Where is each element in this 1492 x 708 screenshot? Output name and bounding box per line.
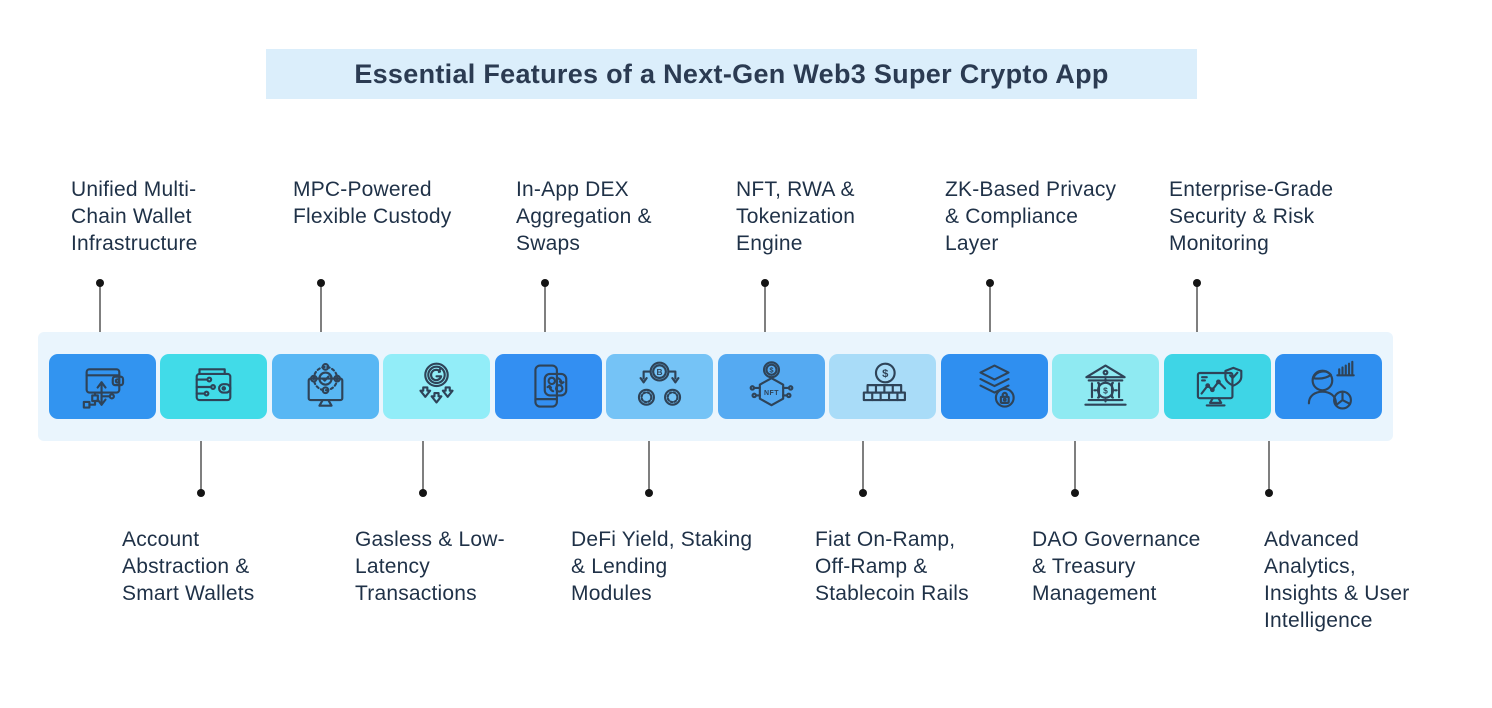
feature-label-nft-rwa: NFT, RWA & Tokenization Engine bbox=[736, 178, 856, 255]
icon-band: B $ NFT bbox=[38, 332, 1393, 441]
connector-bottom-2 bbox=[419, 441, 427, 497]
connector-top-1 bbox=[96, 279, 104, 332]
tile-analytics bbox=[1274, 354, 1382, 419]
dao-governance-bank-icon: $ bbox=[1084, 363, 1127, 406]
connector-top-2 bbox=[317, 279, 325, 332]
fiat-ramp-coin-bricks-icon: $ bbox=[862, 362, 907, 401]
tile-dao-governance: $ bbox=[1052, 354, 1160, 419]
tile-mpc-custody bbox=[271, 354, 379, 419]
tile-fiat-ramps: $ bbox=[829, 354, 937, 419]
page-title: Essential Features of a Next-Gen Web3 Su… bbox=[354, 58, 1109, 89]
connector-top-3 bbox=[541, 279, 549, 332]
svg-text:$: $ bbox=[882, 368, 889, 380]
nft-tokenization-icon: $ NFT bbox=[749, 360, 794, 406]
tile-multichain-wallet bbox=[49, 354, 156, 419]
feature-label-zk-privacy: ZK-Based Privacy & Compliance Layer bbox=[945, 178, 1117, 255]
tile-gasless bbox=[383, 354, 491, 419]
tile-smart-wallet bbox=[160, 354, 268, 419]
connector-bottom-6 bbox=[1265, 441, 1273, 497]
multichain-wallet-icon bbox=[82, 367, 125, 409]
feature-label-enterprise-security: Enterprise-Grade Security & Risk Monitor… bbox=[1169, 178, 1334, 255]
feature-label-fiat-ramps: Fiat On-Ramp, Off-Ramp & Stablecoin Rail… bbox=[815, 528, 969, 605]
svg-text:NFT: NFT bbox=[764, 389, 779, 396]
title-banner: Essential Features of a Next-Gen Web3 Su… bbox=[266, 49, 1197, 99]
connector-bottom-5 bbox=[1071, 441, 1079, 497]
zk-privacy-layers-lock-icon bbox=[979, 363, 1015, 408]
connector-bottom-1 bbox=[197, 441, 205, 497]
connector-top-6 bbox=[1193, 279, 1201, 332]
connector-top-4 bbox=[761, 279, 769, 332]
feature-label-dao-governance: DAO Governance & Treasury Management bbox=[1032, 528, 1201, 605]
feature-label-unified-multichain: Unified Multi- Chain Wallet Infrastructu… bbox=[71, 178, 198, 255]
smart-wallet-circuit-icon bbox=[196, 367, 232, 401]
feature-label-defi-yield: DeFi Yield, Staking & Lending Modules bbox=[571, 528, 753, 605]
feature-label-gasless: Gasless & Low- Latency Transactions bbox=[355, 528, 505, 605]
tile-nft-rwa: $ NFT bbox=[717, 354, 825, 419]
defi-yield-coins-icon: B bbox=[638, 361, 682, 406]
connector-top-5 bbox=[986, 279, 994, 332]
tile-security-monitoring bbox=[1163, 354, 1271, 419]
gasless-coin-arrows-icon bbox=[419, 362, 454, 403]
svg-text:$: $ bbox=[1103, 385, 1108, 395]
mpc-custody-monitor-icon bbox=[307, 362, 344, 407]
feature-label-dex-aggregation: In-App DEX Aggregation & Swaps bbox=[516, 178, 652, 255]
svg-text:B: B bbox=[657, 366, 663, 376]
feature-label-mpc-custody: MPC-Powered Flexible Custody bbox=[293, 178, 452, 228]
feature-label-account-abstraction: Account Abstraction & Smart Wallets bbox=[122, 528, 255, 605]
tile-dex-swaps bbox=[494, 354, 602, 419]
dex-swap-phone-icon bbox=[534, 363, 568, 408]
security-monitor-shield-icon bbox=[1196, 366, 1242, 406]
feature-label-advanced-analytics: Advanced Analytics, Insights & User Inte… bbox=[1264, 528, 1410, 632]
connector-bottom-3 bbox=[645, 441, 653, 497]
svg-text:$: $ bbox=[769, 365, 774, 374]
connector-bottom-4 bbox=[859, 441, 867, 497]
tile-defi-yield: B bbox=[606, 354, 714, 419]
analytics-user-charts-icon bbox=[1307, 360, 1355, 410]
tile-zk-privacy bbox=[940, 354, 1048, 419]
